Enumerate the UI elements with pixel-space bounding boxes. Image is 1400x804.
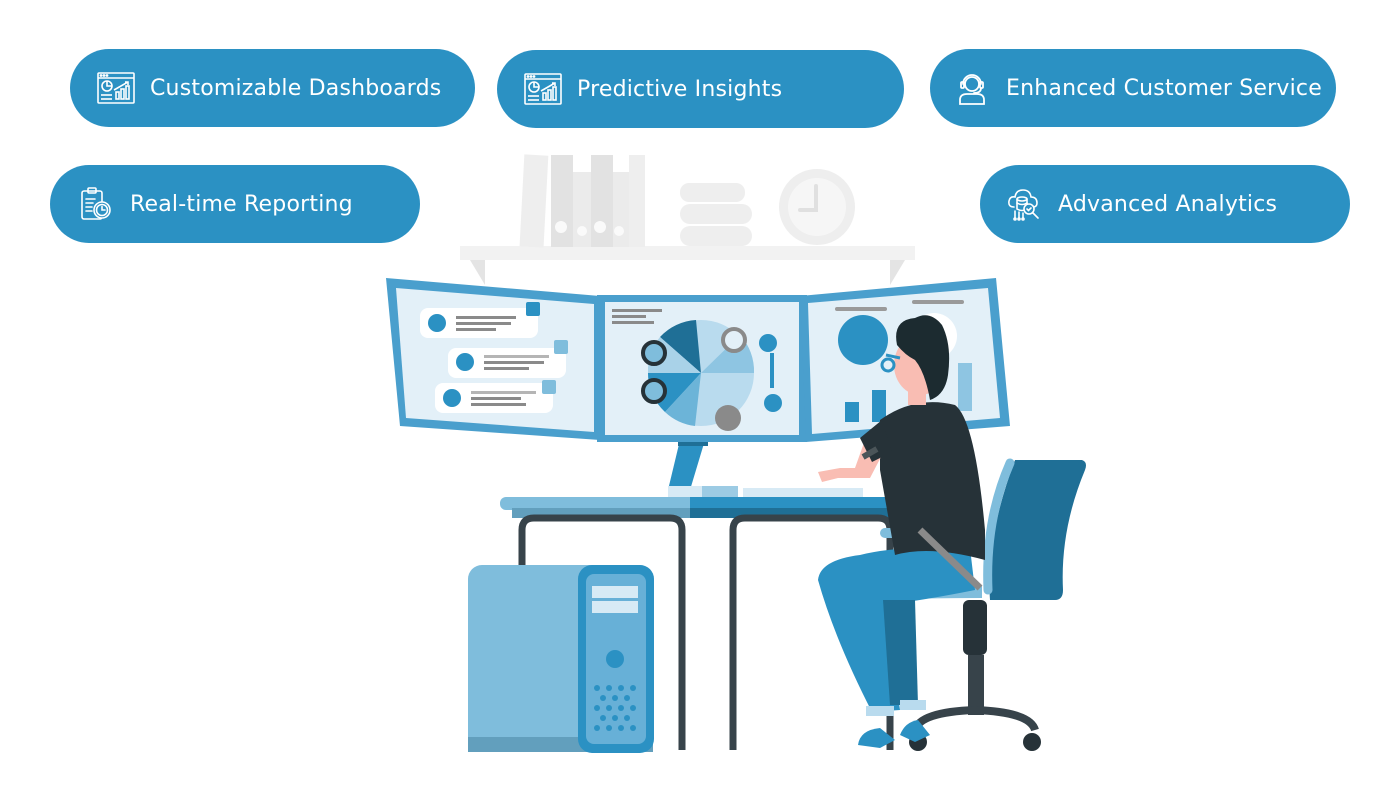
desk [500, 486, 910, 750]
center-monitor [597, 295, 807, 442]
feature-pill-label: Real-time Reporting [130, 191, 353, 217]
dashboard-chart-icon [523, 72, 563, 106]
feature-pill-label: Customizable Dashboards [150, 75, 442, 101]
feature-pill-real-time-reporting[interactable]: Real-time Reporting [50, 165, 420, 243]
feature-pill-label: Enhanced Customer Service [1006, 75, 1322, 101]
pc-tower [468, 565, 654, 753]
person [818, 315, 985, 748]
feature-pill-predictive-insights[interactable]: Predictive Insights [497, 50, 904, 128]
feature-pill-customizable-dashboards[interactable]: Customizable Dashboards [70, 49, 475, 127]
feature-pill-advanced-analytics[interactable]: Advanced Analytics [980, 165, 1350, 243]
feature-pill-label: Advanced Analytics [1058, 191, 1278, 217]
shelf [460, 154, 915, 285]
cloud-database-search-icon [1004, 187, 1044, 221]
feature-pill-enhanced-customer-service[interactable]: Enhanced Customer Service [930, 49, 1336, 127]
clipboard-clock-icon [76, 187, 116, 221]
left-monitor [386, 278, 600, 440]
feature-pill-label: Predictive Insights [577, 76, 783, 102]
dashboard-chart-icon [96, 71, 136, 105]
headset-agent-icon [952, 71, 992, 105]
